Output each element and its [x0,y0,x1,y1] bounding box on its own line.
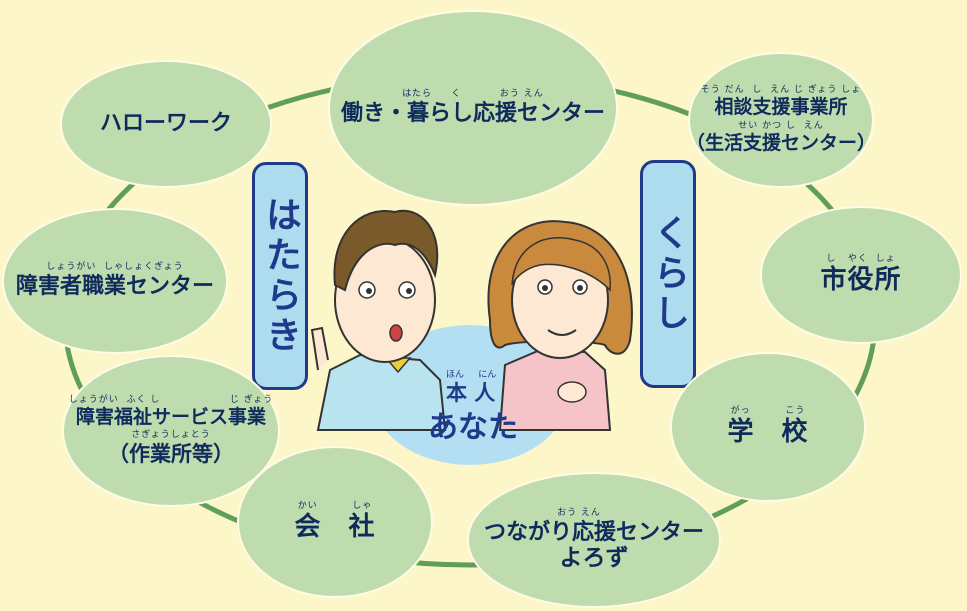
node-ruby: し やく しょ [826,253,896,264]
node-ruby-sub: さぎょうしょとう [131,430,211,441]
node-ruby: しょうがい ふく し じ ぎょう [68,394,274,405]
node-shougaisha-shokugyou: しょうがい しゃしょくぎょう 障害者職業センター [2,208,228,354]
node-ruby: かい しゃ [297,500,373,511]
label-kurashi-text: くらし [648,214,689,334]
node-hellowork: ハローワーク [60,60,272,188]
girl-figure [487,220,633,431]
node-label: 会 社 [294,511,376,542]
node-ruby: おう えん [557,507,601,518]
node-sublabel: よろず [559,544,629,571]
node-shiyakusho: し やく しょ 市役所 [760,206,962,344]
node-ruby: がっ こう [730,405,806,416]
node-label: 障害者職業センター [15,273,214,299]
node-label: 学 校 [727,416,809,447]
node-label: 相談支援事業所 [714,95,848,118]
node-shougai-fukushi: しょうがい ふく し じ ぎょう 障害福祉サービス事業 さぎょうしょとう （作業… [62,355,280,507]
center-label-anata: あなた [428,410,518,445]
node-ruby-sub: せい かつ し えん [738,120,824,131]
boy-figure [310,209,447,431]
node-label: 市役所 [820,264,902,295]
node-label: 働き・暮らし応援センター [340,100,605,126]
node-soudan-shien: そう だん し えん じ ぎょう しょ 相談支援事業所 せい かつ し えん （… [686,52,877,188]
center-ruby: ほん にん [446,370,497,380]
center-label-honnin: 本 人 [446,381,496,405]
node-hataraki-kurashi: はたら く おう えん 働き・暮らし応援センター [328,10,618,206]
node-sublabel: （生活支援センター） [686,131,877,154]
node-ruby: そう だん し えん じ ぎょう しょ [700,84,862,95]
node-ruby: しょうがい しゃしょくぎょう [46,261,184,272]
label-kurashi: くらし [640,160,696,388]
node-sublabel: （作業所等） [108,442,234,467]
node-label: つながり応援センター [483,519,704,545]
label-hataraki: はたらき [252,162,308,390]
node-label: 障害福祉サービス事業 [75,405,266,428]
node-kaisha: かい しゃ 会 社 [237,446,433,598]
node-tsunagari: おう えん つながり応援センター よろず [467,472,721,608]
node-gakkou: がっ こう 学 校 [670,352,866,502]
label-hataraki-text: はたらき [260,196,301,356]
node-label: ハローワーク [99,111,232,137]
node-ruby: はたら く おう えん [402,88,544,99]
